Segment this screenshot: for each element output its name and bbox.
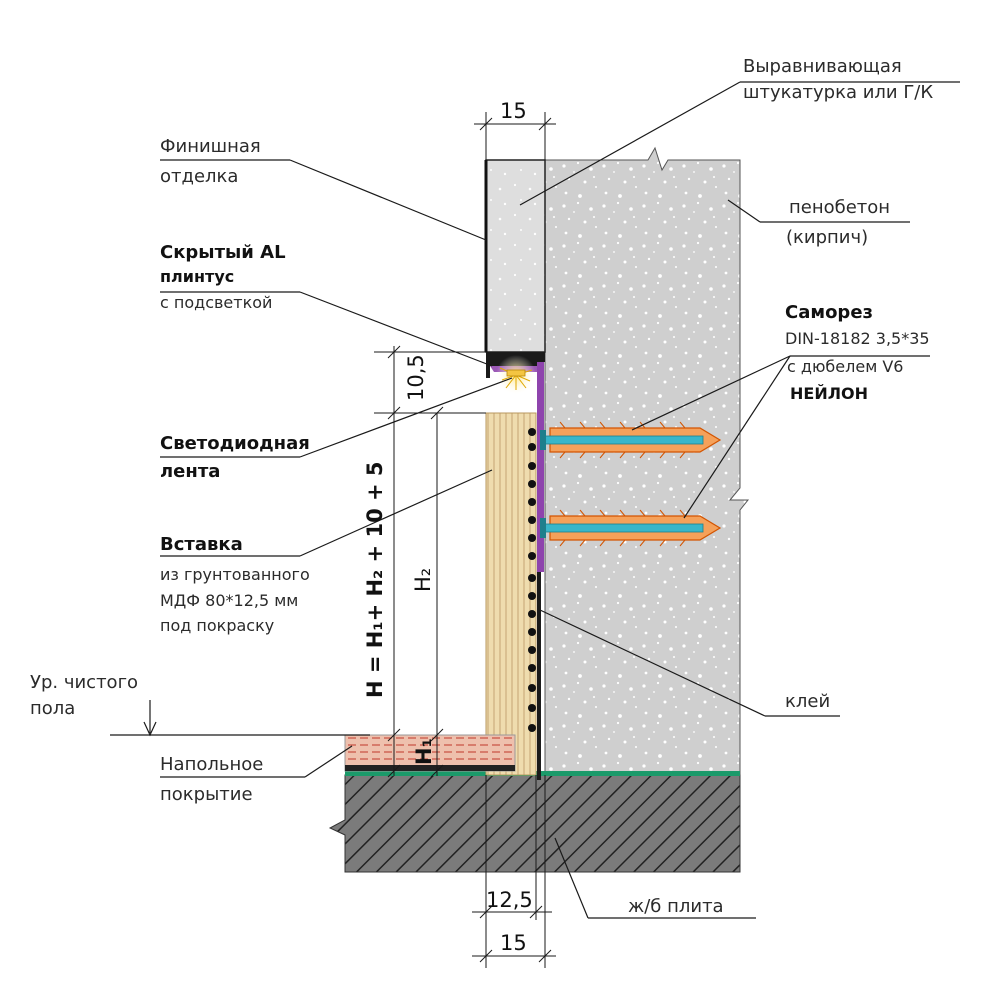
label-insert-1: Вставка [160,534,243,555]
mdf-insert [485,412,537,776]
glue-dots [528,428,536,732]
label-screw-3: с дюбелем V6 [787,357,903,376]
label-plinth-1: Скрытый AL [160,242,286,263]
label-screw-1: Саморез [785,302,873,323]
dimension-lines [374,112,556,968]
label-led-2: лента [160,461,220,482]
dim-gap: 10,5 [404,354,428,401]
label-insert-3: МДФ 80*12,5 мм [160,591,298,610]
dim-h2: H₂ [411,568,435,592]
label-led-1: Светодиодная [160,433,310,454]
label-glue: клей [785,691,830,712]
label-floor-cover-2: покрытие [160,784,253,805]
label-insert-2: из грунтованного [160,565,310,584]
label-floor-level-2: пола [30,698,75,719]
label-foam-concrete-2: (кирпич) [786,227,868,248]
dim-h1: H₁ [412,738,436,765]
dim-bottom-width-2: 15 [500,931,527,955]
leader-lines [110,81,960,919]
label-floor-level-1: Ур. чистого [30,672,138,693]
green-strip [345,771,740,776]
label-insert-4: под покраску [160,616,274,635]
label-finish-1: Финишная [160,136,261,157]
label-foam-concrete-1: пенобетон [789,197,890,218]
glue-profile-purple [537,362,544,572]
dim-formula: H = H₁+ H₂ + 10 + 5 [363,461,387,698]
leveling-plaster [485,159,546,353]
label-screw-2: DIN-18182 3,5*35 [785,329,930,348]
label-plinth-3: с подсветкой [160,293,272,312]
dim-bottom-width-1: 12,5 [486,888,533,912]
label-leveling-plaster-1: Выравнивающая [743,56,902,77]
label-finish-2: отделка [160,166,238,187]
label-screw-4: НЕЙЛОН [790,384,868,403]
dim-top-width: 15 [500,99,527,123]
led-strip [506,369,526,377]
floor-underlay [345,765,515,771]
concrete-slab [328,774,741,873]
screw-dowel-lower [540,509,722,547]
label-slab: ж/б плита [628,896,724,917]
label-floor-cover-1: Напольное [160,754,263,775]
label-leveling-plaster-2: штукатурка или Г/К [743,82,933,103]
foam-concrete-wall [544,146,750,776]
screw-dowel-upper [540,421,722,459]
label-plinth-2: плинтус [160,267,234,286]
